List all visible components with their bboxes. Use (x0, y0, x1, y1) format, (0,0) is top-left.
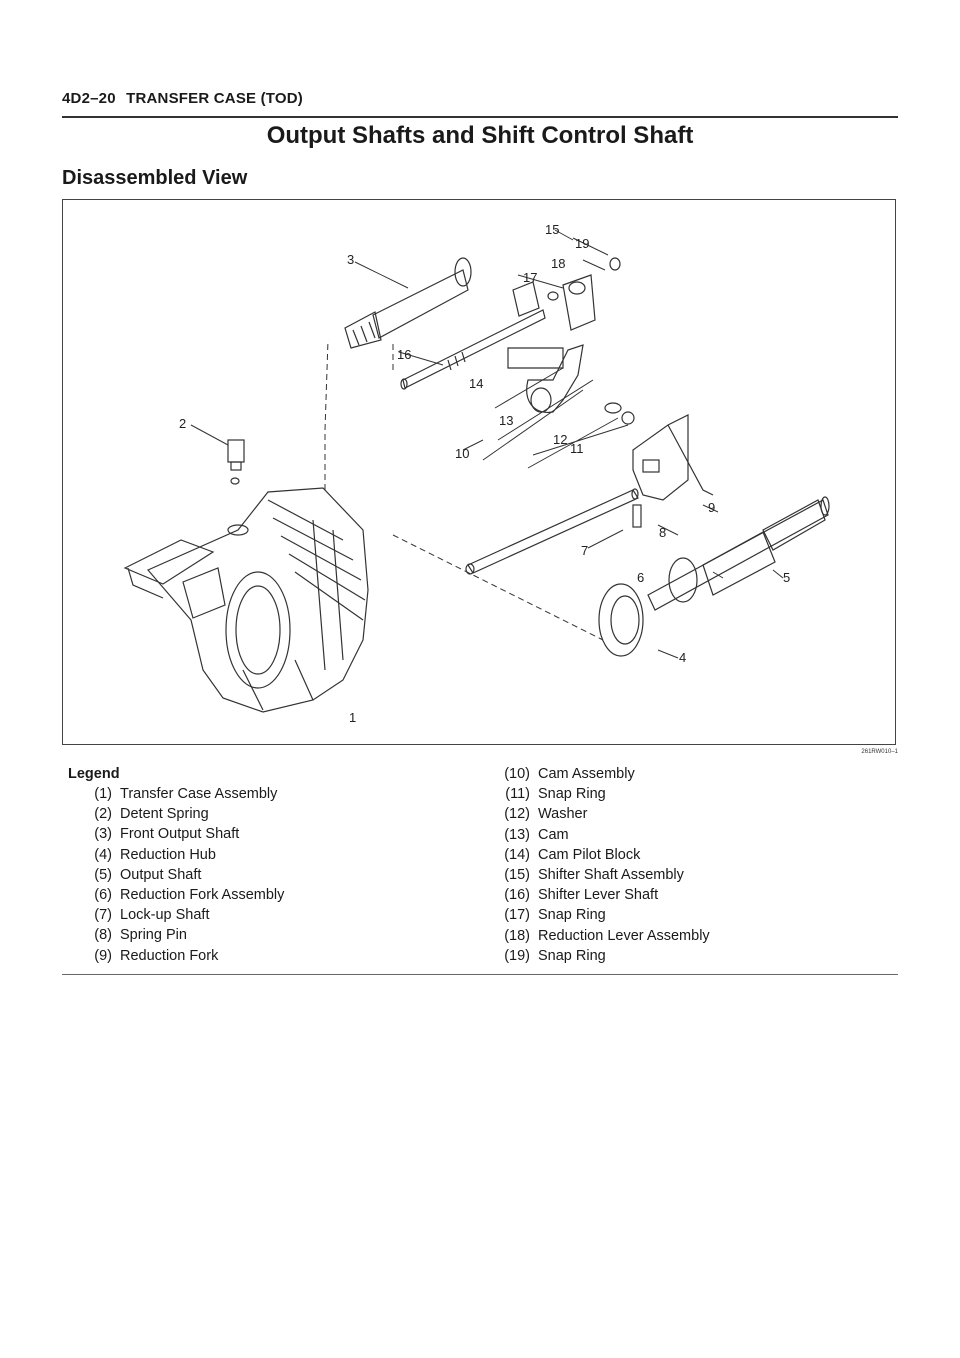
callout-numbers: 1 2 3 4 5 6 7 8 9 10 11 12 13 14 15 16 1… (179, 222, 790, 725)
exploded-diagram: 1 2 3 4 5 6 7 8 9 10 11 12 13 14 15 16 1… (62, 199, 896, 745)
legend-item: (14)Cam Pilot Block (504, 846, 641, 863)
section-code: 4D2–20 (62, 90, 116, 107)
front-output-shaft-drawing (344, 257, 472, 349)
legend-item: (5)Output Shaft (94, 866, 202, 883)
legend-item: (17)Snap Ring (504, 907, 606, 924)
legend-item: (18)Reduction Lever Assembly (504, 927, 710, 944)
section-subtitle: Disassembled View (62, 167, 248, 189)
legend-item: (6)Reduction Fork Assembly (94, 886, 285, 903)
callout-14: 14 (469, 376, 483, 391)
legend-item: (2)Detent Spring (94, 806, 209, 823)
callout-10: 10 (455, 446, 469, 461)
diagram-drawing: 1 2 3 4 5 6 7 8 9 10 11 12 13 14 15 16 1… (123, 222, 830, 725)
callout-12: 12 (553, 432, 567, 447)
output-shaft-drawing (647, 496, 830, 611)
reduction-hub-drawing (598, 583, 644, 657)
callout-17: 17 (523, 270, 537, 285)
legend-item: (19)Snap Ring (504, 947, 606, 964)
callout-9: 9 (708, 500, 715, 515)
callout-8: 8 (659, 525, 666, 540)
figure-id: 261RW010–1 (861, 749, 898, 755)
legend-item: (16)Shifter Lever Shaft (504, 887, 659, 904)
legend-item: (8)Spring Pin (94, 927, 187, 944)
leader-lines (190, 229, 784, 659)
reduction-lever-drawing (547, 257, 621, 331)
header-rule (62, 116, 898, 118)
legend-column-left: Legend (1)Transfer Case Assembly (2)Dete… (68, 764, 284, 966)
detent-spring-drawing (227, 439, 245, 485)
legend-item: (7)Lock-up Shaft (94, 907, 210, 924)
legend-item: (10)Cam Assembly (504, 766, 635, 782)
callout-7: 7 (581, 543, 588, 558)
callout-13: 13 (499, 413, 513, 428)
callout-16: 16 (397, 347, 411, 362)
legend-item: (4)Reduction Hub (94, 846, 216, 863)
legend-item: (15)Shifter Shaft Assembly (504, 866, 684, 883)
page-title: Output Shafts and Shift Control Shaft (266, 122, 694, 149)
legend-item: (11)Snap Ring (505, 786, 606, 803)
callout-1: 1 (349, 710, 356, 725)
legend-item: (13)Cam (504, 826, 569, 843)
reduction-fork-drawing (632, 414, 714, 528)
section-name: TRANSFER CASE (TOD) (126, 90, 303, 107)
callout-6: 6 (637, 570, 644, 585)
callout-3: 3 (347, 252, 354, 267)
bottom-rule (62, 974, 898, 975)
legend-item: (3)Front Output Shaft (94, 826, 240, 843)
callout-15: 15 (545, 222, 559, 237)
callout-2: 2 (179, 416, 186, 431)
legend-item: (9)Reduction Fork (94, 947, 219, 964)
page-header: 4D2–20 TRANSFER CASE (TOD) (62, 90, 898, 107)
callout-4: 4 (679, 650, 686, 665)
callout-18: 18 (551, 256, 565, 271)
shifter-lever-shaft-drawing (400, 281, 546, 390)
legend-item: (12)Washer (504, 806, 588, 823)
transfer-case-drawing (123, 487, 369, 713)
legend-column-right: (10)Cam Assembly (11)Snap Ring (12)Washe… (494, 764, 710, 966)
callout-19: 19 (575, 236, 589, 251)
lock-up-shaft-drawing (465, 488, 639, 575)
callout-5: 5 (783, 570, 790, 585)
legend-item: (1)Transfer Case Assembly (94, 786, 278, 802)
cam-assembly-drawing (507, 344, 635, 425)
legend-heading: Legend (68, 766, 120, 782)
callout-11: 11 (570, 441, 584, 456)
